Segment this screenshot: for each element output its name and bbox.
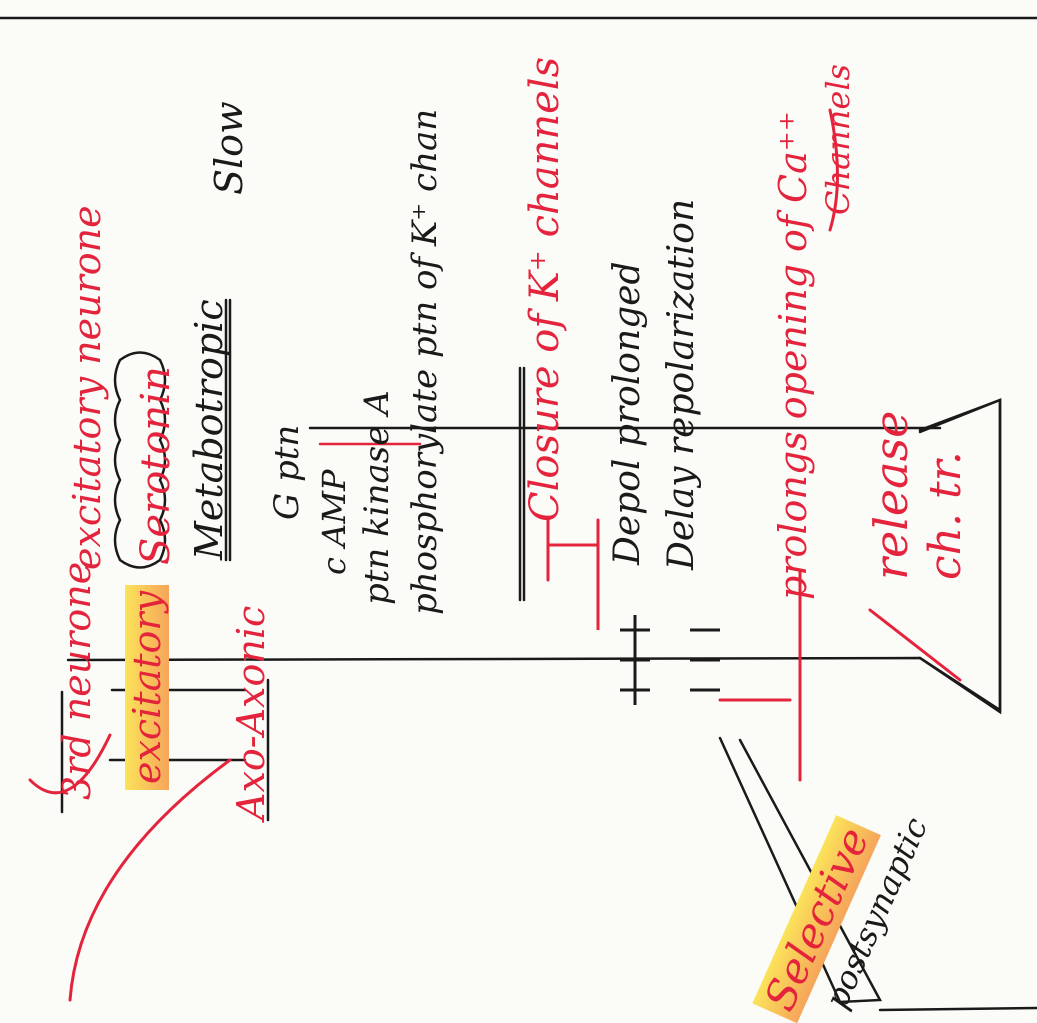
third-neurone-label: 3rd neurone (58, 562, 96, 800)
metabotropic-label: Metabotropic (190, 299, 228, 560)
excitatory-label: excitatory (128, 585, 166, 790)
release-label: release (868, 411, 914, 580)
phosphorylate-label: phosphorylate ptn of K⁺ chan (408, 109, 442, 615)
page-bottom-border (880, 1008, 1037, 1010)
closure-label: Closure of K⁺ channels (525, 57, 565, 522)
channels-label: Channels (822, 64, 854, 215)
excitatory-neurone-label: excitatory neurone (68, 205, 106, 570)
axo-axonic-label: Axo-Axonic (232, 606, 270, 820)
depol-label: Depol prolonged (610, 261, 646, 565)
serotonin-label: Serotonin (136, 366, 176, 565)
ch-tr-label: ch. tr. (924, 451, 968, 580)
g-ptn-label: G ptn (270, 425, 304, 520)
delay-label: Delay repolarization (664, 199, 700, 570)
slow-label: Slow (210, 101, 248, 195)
closure-bracket (548, 520, 598, 630)
release-arrow (870, 610, 960, 680)
camp-label: c AMP (318, 470, 350, 576)
prolongs-label: prolongs opening of Ca⁺⁺ (774, 111, 812, 600)
excitatory-highlight: excitatory (125, 585, 169, 790)
ptn-kinase-label: ptn kinase A (360, 390, 394, 605)
